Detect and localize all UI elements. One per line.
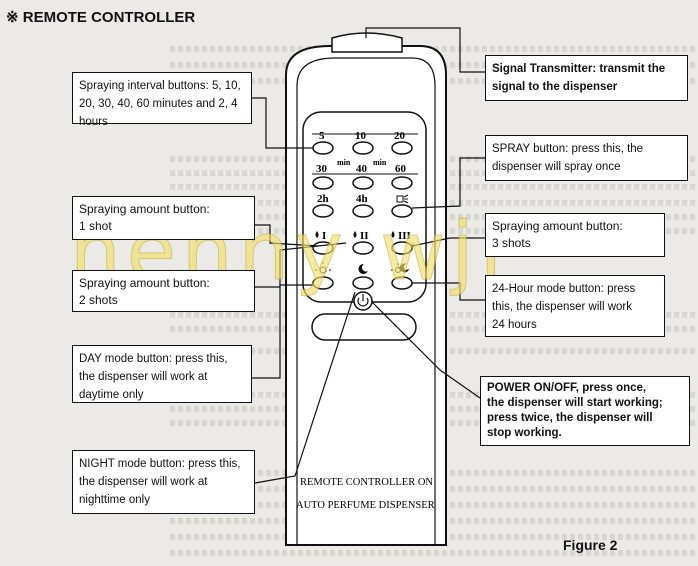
remote-caption-line-2: AUTO PERFUME DISPENSER xyxy=(296,500,435,511)
callout-amount-1-shot: Spraying amount button:1 shot xyxy=(72,196,255,240)
signal-transmitter xyxy=(331,32,403,53)
label-30: 30 xyxy=(316,163,328,175)
label-shot-3: III xyxy=(398,230,411,242)
label-10: 10 xyxy=(355,130,367,142)
callout-night-mode: NIGHT mode button: press this,the dispen… xyxy=(72,450,255,514)
drop-icon-3 xyxy=(391,231,395,238)
interval-20-button xyxy=(391,141,413,155)
label-2h: 2h xyxy=(317,193,329,205)
label-20: 20 xyxy=(394,130,406,142)
interval-30-button xyxy=(312,176,334,190)
remote-caption-line-1: REMOTE CONTROLLER ON xyxy=(300,477,433,488)
sun-icon xyxy=(315,262,331,278)
spray-button xyxy=(391,204,413,218)
sun-moon-icon xyxy=(391,263,410,273)
callout-day-mode: DAY mode button: press this,the dispense… xyxy=(72,345,252,403)
remote-inner-outline xyxy=(296,57,436,545)
lower-panel-button xyxy=(311,313,417,341)
interval-40-button xyxy=(352,176,374,190)
interval-2h-button xyxy=(312,204,334,218)
label-40: 40 xyxy=(356,163,368,175)
label-4h: 4h xyxy=(356,193,368,205)
amount-2-shots-button xyxy=(352,241,374,255)
page-title: ※ REMOTE CONTROLLER xyxy=(6,9,196,26)
label-min-1: min xyxy=(337,158,351,167)
callout-amount-2-shots: Spraying amount button:2 shots xyxy=(72,270,255,312)
label-shot-2: II xyxy=(360,230,369,242)
label-min-2: min xyxy=(373,158,387,167)
interval-4h-button xyxy=(352,204,374,218)
night-mode-button xyxy=(352,276,374,290)
spray-icon xyxy=(396,194,409,204)
power-icon xyxy=(357,294,369,307)
label-60: 60 xyxy=(395,163,407,175)
label-5: 5 xyxy=(319,130,325,142)
drop-icon-2 xyxy=(353,231,357,238)
drop-icon-1 xyxy=(315,231,319,238)
callout-power-button: POWER ON/OFF, press once,the dispenser w… xyxy=(480,376,690,446)
moon-icon xyxy=(358,263,368,274)
interval-60-button xyxy=(391,176,413,190)
callout-interval-buttons: Spraying interval buttons: 5, 10,20, 30,… xyxy=(72,72,252,128)
interval-10-button xyxy=(352,141,374,155)
callout-amount-3-shots: Spraying amount button:3 shots xyxy=(485,213,665,257)
interval-5-button xyxy=(312,141,334,155)
leader-lines xyxy=(252,27,485,484)
amount-3-shots-button xyxy=(391,241,413,255)
figure-label: Figure 2 xyxy=(563,537,618,553)
label-shot-1: I xyxy=(322,230,326,242)
